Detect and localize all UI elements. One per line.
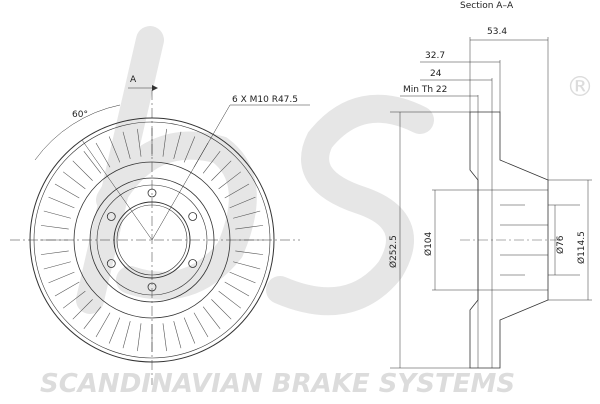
bolt-hole (188, 212, 198, 221)
dim-53-4: 53.4 (487, 27, 507, 37)
dim-76: Ø76 (555, 235, 566, 254)
vent-slot (162, 323, 167, 352)
vent-slot (54, 183, 80, 199)
vent-slot (211, 299, 232, 320)
angle-arc (34, 104, 121, 161)
bolt-hole (188, 259, 198, 268)
vent-slot (43, 261, 71, 270)
vent-slot (193, 312, 209, 338)
dim-104: Ø104 (423, 231, 434, 256)
vent-slot (48, 271, 75, 284)
section-title: Section A–A (460, 1, 514, 11)
vent-slot (218, 290, 242, 309)
dim-252-5: Ø252.5 (388, 235, 399, 268)
vent-slot (108, 317, 121, 344)
section-dimension-lines (390, 37, 592, 369)
vent-slot (202, 150, 221, 174)
bolt-hole (106, 212, 116, 221)
vent-slot (95, 142, 111, 168)
vent-slot (83, 306, 102, 330)
dim-24: 24 (430, 69, 442, 79)
dim-114-5: Ø114.5 (576, 231, 587, 264)
disc-section-view (460, 111, 560, 369)
vent-slot (235, 250, 264, 255)
section-marker-a: A (130, 75, 137, 85)
vent-slot (233, 261, 261, 270)
vent-slot (233, 210, 261, 219)
disc-front-view (10, 85, 310, 385)
angle-ray (81, 139, 153, 241)
bolt-pattern-note: 6 X M10 R47.5 (232, 95, 298, 105)
vent-slot (202, 306, 221, 330)
vent-slot (224, 183, 250, 199)
vent-slot (72, 160, 93, 181)
bolt-holes (106, 188, 198, 292)
vent-slot (173, 321, 182, 349)
bolt-leader (151, 104, 231, 241)
vent-slot (173, 131, 182, 159)
dim-min-thickness: Min Th 22 (403, 85, 447, 95)
vent-slot (229, 271, 256, 284)
vent-slot (183, 317, 196, 344)
vent-slot (72, 299, 93, 320)
vent-slot (211, 160, 232, 181)
vent-slot (40, 250, 69, 255)
vent-slot (48, 196, 75, 209)
registered-mark: ® (566, 70, 594, 103)
vent-slot (122, 321, 131, 349)
vent-slot (218, 171, 242, 190)
vent-slot (83, 150, 102, 174)
vent-slot (108, 136, 121, 163)
vent-slot (95, 312, 111, 338)
vent-slot (137, 128, 142, 157)
sbs-logo-watermark (76, 26, 434, 316)
vent-slot (62, 171, 86, 190)
vent-slot (229, 196, 256, 209)
vent-slot (40, 225, 69, 230)
vent-slot (183, 136, 196, 163)
dim-32-7: 32.7 (425, 51, 445, 61)
vent-slot (137, 323, 142, 352)
vent-slot (54, 281, 80, 297)
vent-slot (122, 131, 131, 159)
brand-watermark: SCANDINAVIAN BRAKE SYSTEMS (40, 369, 515, 399)
vent-slot (62, 290, 86, 309)
vent-slot (224, 281, 250, 297)
bolt-hole (106, 259, 116, 268)
vent-slot (43, 210, 71, 219)
vent-slot (162, 128, 167, 157)
vent-slot (235, 225, 264, 230)
angle-label: 60° (72, 110, 88, 120)
